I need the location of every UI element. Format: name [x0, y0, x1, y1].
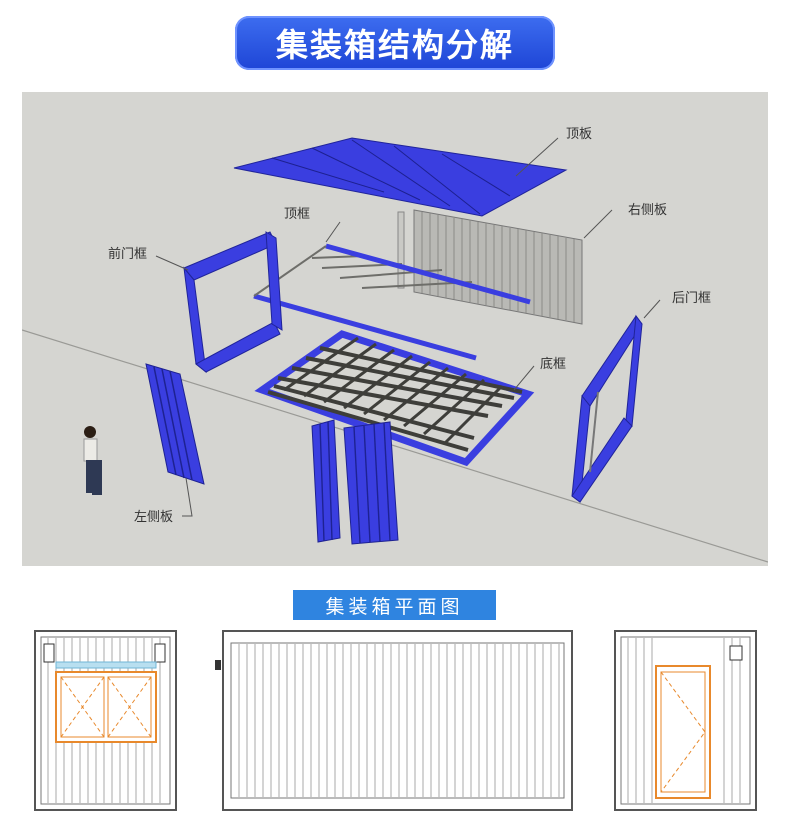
label-top-frame: 顶框: [284, 207, 310, 222]
label-top-panel: 顶板: [566, 127, 592, 142]
label-front-door-frame: 前门框: [108, 246, 147, 262]
person-figure: [83, 426, 102, 495]
label-left-side-panel: 左侧板: [134, 510, 173, 525]
exploded-view-diagram: 顶板 右侧板 顶框 前门框 后门框 底框 左侧板: [22, 92, 768, 566]
door-panels: [311, 419, 399, 545]
page-title: 集装箱结构分解: [235, 16, 555, 70]
side-elevation: [215, 630, 573, 811]
top-frame: [253, 243, 531, 361]
label-right-side-panel: 右侧板: [628, 203, 667, 218]
label-rear-door-frame: 后门框: [672, 291, 711, 306]
left-side-panel: [145, 363, 205, 485]
label-bottom-frame: 底框: [540, 356, 566, 372]
rear-door-frame: [571, 314, 643, 503]
top-panel: [233, 137, 568, 217]
bottom-frame: [254, 330, 535, 467]
plan-section-title: 集装箱平面图: [293, 590, 496, 620]
window-end-elevation: [34, 630, 177, 811]
door-end-elevation: [614, 630, 757, 811]
front-door-frame: [183, 231, 283, 374]
